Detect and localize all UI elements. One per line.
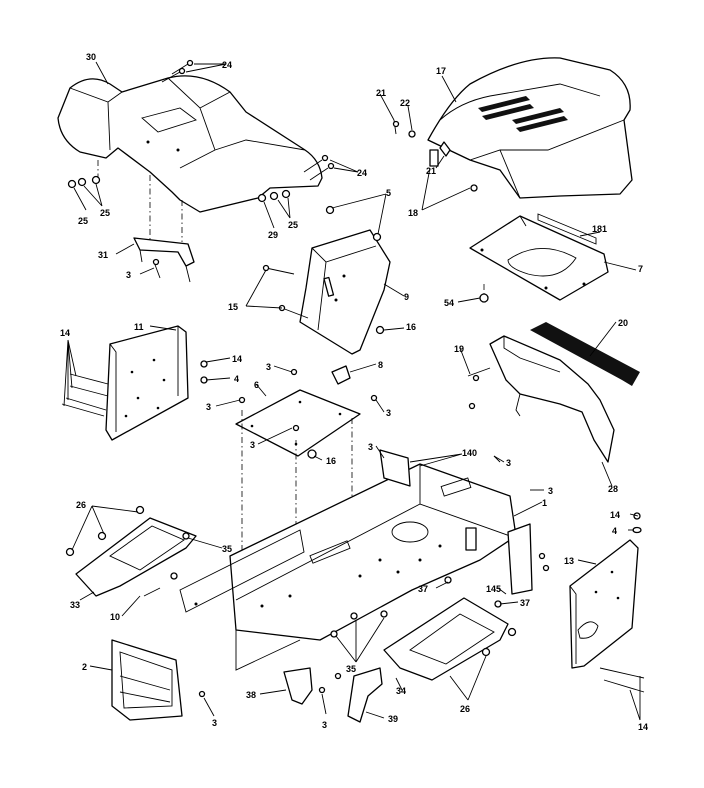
callout-11: 11 <box>134 322 144 332</box>
callout-3: 3 <box>212 718 217 728</box>
callout-13: 13 <box>564 556 574 566</box>
callout-24: 24 <box>222 60 232 70</box>
callout-4: 4 <box>234 374 239 384</box>
callout-24: 24 <box>357 168 367 178</box>
callout-17: 17 <box>436 66 446 76</box>
callout-34: 34 <box>396 686 406 696</box>
callout-8: 8 <box>378 360 383 370</box>
part-33-footrest <box>65 505 197 597</box>
callout-181: 181 <box>592 224 607 234</box>
callout-3: 3 <box>266 362 271 372</box>
callout-38: 38 <box>246 690 256 700</box>
callout-29: 29 <box>268 230 278 240</box>
fastener-set-24-25 <box>67 59 335 242</box>
callout-37: 37 <box>418 584 428 594</box>
callout-2: 2 <box>82 662 87 672</box>
part-17-hood <box>427 57 633 199</box>
callout-28: 28 <box>608 484 618 494</box>
callout-14: 14 <box>60 328 70 338</box>
callout-3: 3 <box>548 486 553 496</box>
callout-10: 10 <box>110 612 120 622</box>
part-145-bracket <box>444 523 550 608</box>
part-9-dash-panel <box>262 205 391 355</box>
callout-21: 21 <box>376 88 386 98</box>
callout-16: 16 <box>326 456 336 466</box>
leader-lines <box>63 61 641 721</box>
callout-31: 31 <box>98 250 108 260</box>
callout-35: 35 <box>346 664 356 674</box>
callout-39: 39 <box>388 714 398 724</box>
callout-4: 4 <box>612 526 617 536</box>
callout-22: 22 <box>400 98 410 108</box>
callout-21: 21 <box>426 166 436 176</box>
part-30-fender <box>57 75 323 213</box>
callout-9: 9 <box>404 292 409 302</box>
callout-140: 140 <box>462 448 477 458</box>
part-2-bracket <box>111 639 206 721</box>
callout-7: 7 <box>638 264 643 274</box>
callout-3: 3 <box>386 408 391 418</box>
part-1-frame <box>179 449 517 671</box>
callout-15: 15 <box>228 302 238 312</box>
callout-25: 25 <box>100 208 110 218</box>
callout-20: 20 <box>618 318 628 328</box>
callout-18: 18 <box>408 208 418 218</box>
callout-30: 30 <box>86 52 96 62</box>
callout-26: 26 <box>460 704 470 714</box>
part-7-plate <box>469 213 609 303</box>
callout-54: 54 <box>444 298 454 308</box>
callout-14: 14 <box>232 354 242 364</box>
callout-25: 25 <box>288 220 298 230</box>
callout-16: 16 <box>406 322 416 332</box>
callout-25: 25 <box>78 216 88 226</box>
callout-3: 3 <box>250 440 255 450</box>
callout-14: 14 <box>610 510 620 520</box>
callout-3: 3 <box>322 720 327 730</box>
callout-3: 3 <box>126 270 131 280</box>
callout-37: 37 <box>520 598 530 608</box>
part-34-footrest <box>330 597 517 681</box>
callout-145: 145 <box>486 584 501 594</box>
callout-35: 35 <box>222 544 232 554</box>
part-31-bracket <box>133 237 195 283</box>
callout-26: 26 <box>76 500 86 510</box>
callout-3: 3 <box>368 442 373 452</box>
callout-5: 5 <box>386 188 391 198</box>
fastener-set-21-22 <box>392 119 451 157</box>
part-28-side-cover <box>467 322 640 463</box>
part-11-side-panel <box>61 325 208 441</box>
callout-14: 14 <box>638 722 648 732</box>
callout-33: 33 <box>70 600 80 610</box>
callout-19: 19 <box>454 344 464 354</box>
callout-3: 3 <box>506 458 511 468</box>
callout-6: 6 <box>254 380 259 390</box>
callout-1: 1 <box>542 498 547 508</box>
callout-3: 3 <box>206 402 211 412</box>
callout-labels: 30 24 24 25 25 25 29 31 3 17 21 22 21 18… <box>60 52 648 732</box>
part-38-39-brackets <box>283 667 383 723</box>
part-13-side-panel <box>569 512 645 693</box>
